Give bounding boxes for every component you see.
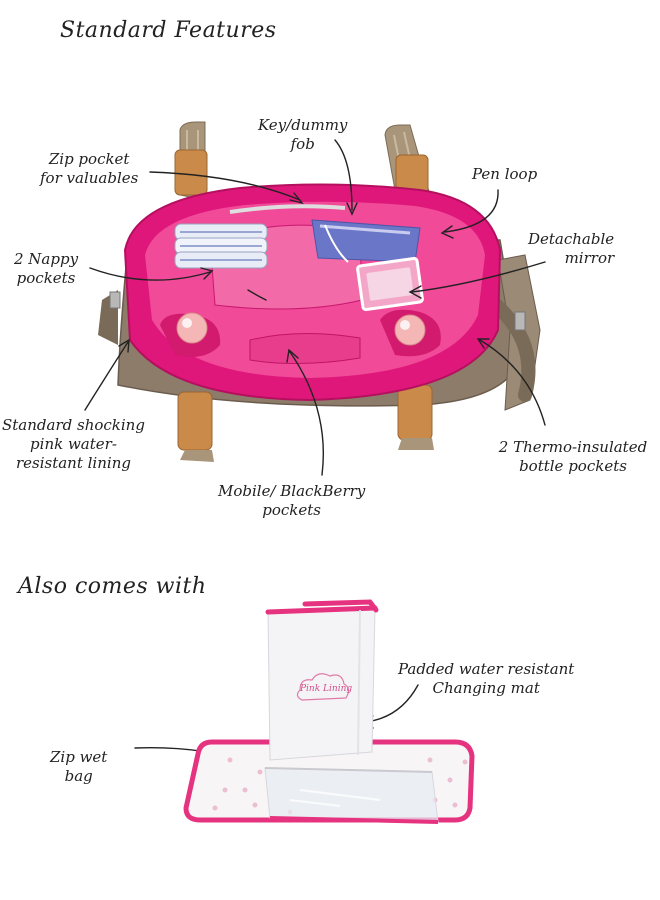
- mirror: [356, 256, 424, 312]
- label-detachable-mirror: Detachable mirror: [528, 230, 615, 267]
- label-zip-pocket: Zip pocket for valuables: [40, 150, 139, 187]
- label-key-fob: Key/dummy fob: [258, 116, 348, 153]
- label-nappy-pockets: 2 Nappy pockets: [14, 250, 79, 287]
- label-lining: Standard shocking pink water- resistant …: [2, 416, 145, 472]
- pink-lining-logo: [296, 673, 350, 701]
- also-comes-with-heading: Also comes with: [18, 574, 207, 599]
- changing-mat-image: [183, 599, 475, 824]
- label-changing-mat: Padded water resistant Changing mat: [398, 660, 575, 697]
- label-mobile-pockets: Mobile/ BlackBerry pockets: [218, 482, 366, 519]
- bottle-left: [160, 312, 221, 358]
- nappy-stack: [174, 223, 268, 269]
- logo-text: Pink Lining: [300, 684, 353, 694]
- bottle-right: [380, 309, 441, 357]
- standard-features-heading: Standard Features: [60, 18, 277, 43]
- label-wet-bag: Zip wet bag: [50, 748, 108, 785]
- bag-image: [98, 121, 541, 462]
- label-pen-loop: Pen loop: [472, 165, 538, 183]
- label-thermo-pockets: 2 Thermo-insulated bottle pockets: [498, 438, 648, 475]
